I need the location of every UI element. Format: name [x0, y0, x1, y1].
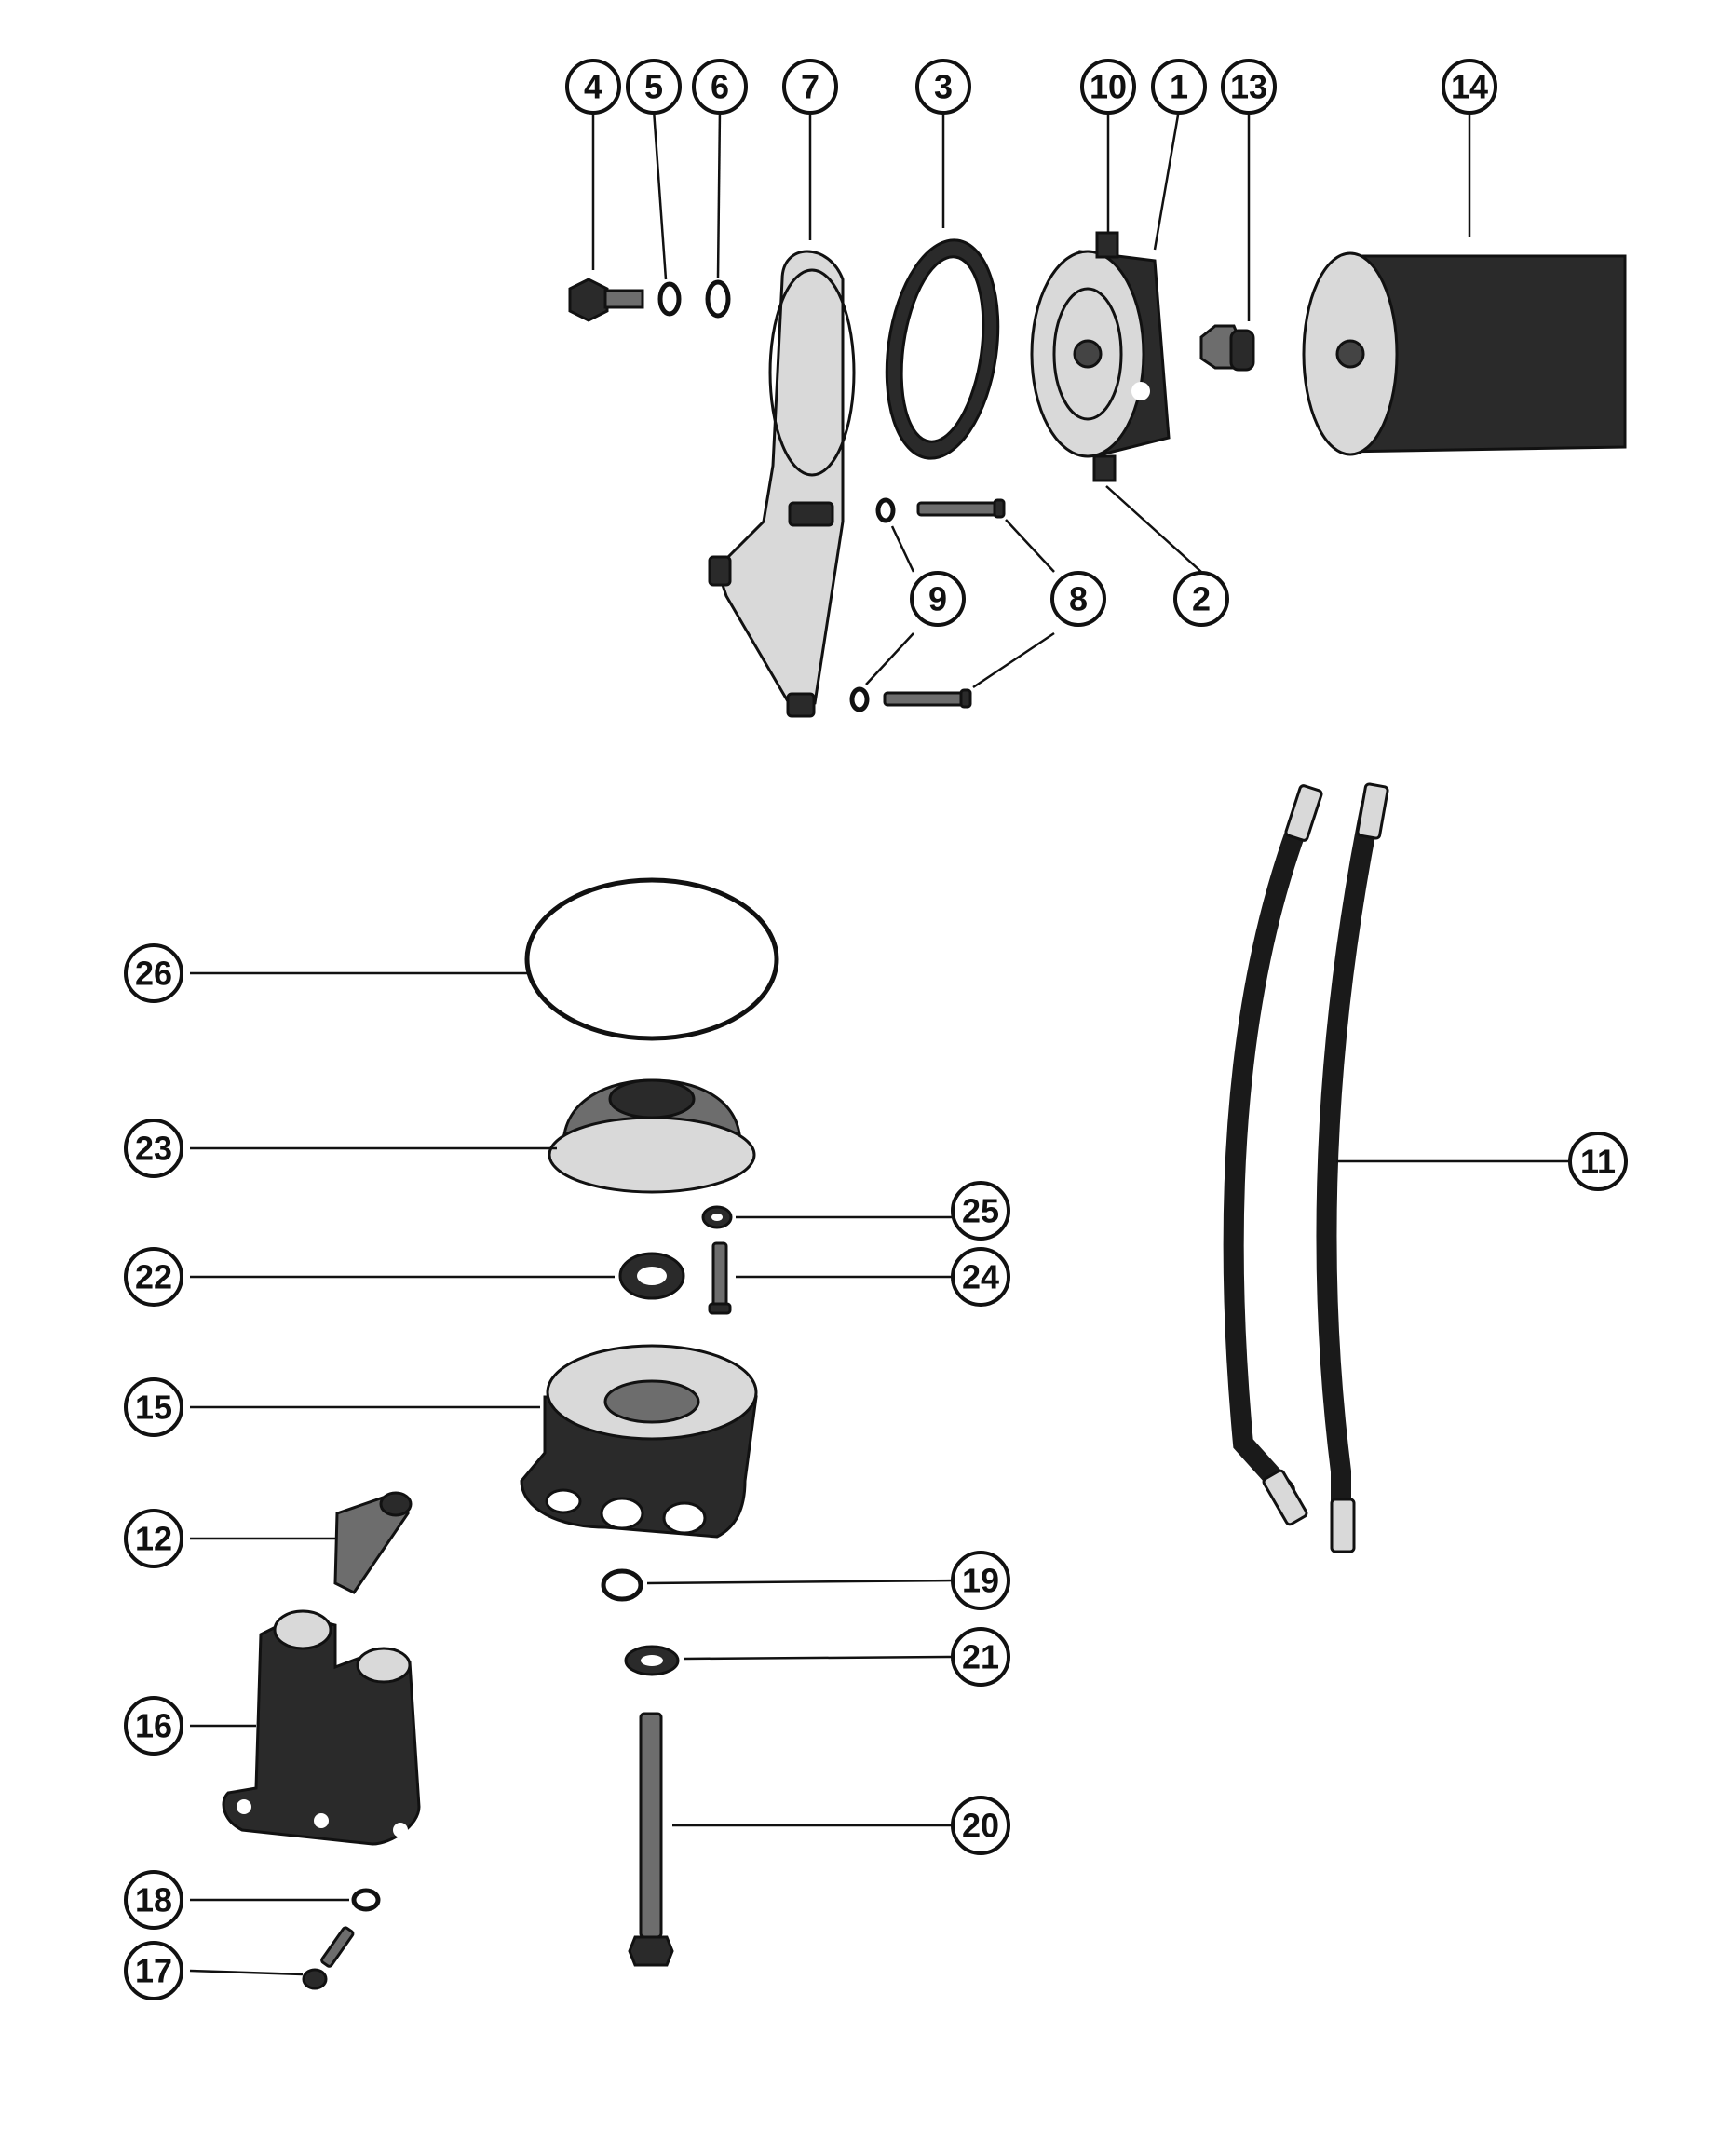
part-22-gasket [618, 1252, 685, 1300]
part-25-washer [701, 1205, 733, 1229]
part-8-stud-upper [916, 498, 1006, 519]
callout-1-label: 1 [1170, 68, 1188, 106]
part-14-oil-filter [1302, 251, 1627, 456]
callout-11-label: 11 [1580, 1143, 1616, 1181]
part-8-stud-lower [883, 688, 972, 709]
callout-5: 5 [626, 59, 682, 115]
callout-4-label: 4 [584, 68, 602, 106]
callout-3: 3 [915, 59, 971, 115]
part-9-washer-lower [849, 686, 870, 712]
callout-10: 10 [1080, 59, 1136, 115]
part-5-lock-washer [657, 281, 682, 317]
callout-21: 21 [951, 1627, 1010, 1687]
callout-13: 13 [1221, 59, 1277, 115]
part-23-adapter-cap [548, 1078, 756, 1194]
callout-4: 4 [565, 59, 621, 115]
callout-22-label: 22 [135, 1258, 172, 1296]
part-11-hoses [1223, 782, 1389, 1553]
callout-26: 26 [124, 943, 183, 1003]
callout-20: 20 [951, 1796, 1010, 1855]
callout-25-label: 25 [962, 1192, 999, 1230]
callout-15: 15 [124, 1377, 183, 1437]
callout-2: 2 [1173, 571, 1229, 627]
callout-16: 16 [124, 1696, 183, 1756]
part-24-stud [708, 1241, 732, 1315]
callout-9-label: 9 [928, 580, 947, 618]
callout-12: 12 [124, 1509, 183, 1568]
callout-21-label: 21 [962, 1638, 999, 1676]
callout-11: 11 [1568, 1132, 1628, 1191]
part-18-lock-washer [351, 1888, 381, 1912]
part-4-bolt [568, 278, 644, 322]
callout-8-label: 8 [1069, 580, 1088, 618]
callout-1: 1 [1151, 59, 1207, 115]
callout-23: 23 [124, 1119, 183, 1178]
part-13-fitting [1199, 324, 1255, 372]
leader-lines [189, 109, 1570, 1976]
callout-23-label: 23 [135, 1130, 172, 1168]
callout-22: 22 [124, 1247, 183, 1307]
part-7-bracket [708, 250, 856, 718]
callout-9: 9 [910, 571, 966, 627]
part-16-mounting-block [222, 1609, 421, 1846]
callout-19-label: 19 [962, 1562, 999, 1600]
callout-7: 7 [782, 59, 838, 115]
callout-24-label: 24 [962, 1258, 999, 1296]
part-12-fitting [333, 1491, 413, 1594]
callout-17: 17 [124, 1941, 183, 2000]
callout-14-label: 14 [1451, 68, 1488, 106]
callout-3-label: 3 [934, 68, 953, 106]
callout-26-label: 26 [135, 955, 172, 993]
callout-5-label: 5 [644, 68, 663, 106]
callout-20-label: 20 [962, 1807, 999, 1845]
callout-13-label: 13 [1230, 68, 1267, 106]
callout-18-label: 18 [135, 1881, 172, 1919]
part-26-o-ring [524, 877, 779, 1041]
callout-18: 18 [124, 1870, 183, 1930]
callout-6-label: 6 [711, 68, 729, 106]
callout-19: 19 [951, 1551, 1010, 1610]
callout-24: 24 [951, 1247, 1010, 1307]
callout-17-label: 17 [135, 1952, 172, 1990]
part-6-washer [705, 279, 731, 319]
part-15-filter-base [520, 1344, 758, 1539]
callout-6: 6 [692, 59, 748, 115]
callout-15-label: 15 [135, 1389, 172, 1427]
callout-10-label: 10 [1090, 68, 1127, 106]
part-1-adapter [1030, 231, 1171, 482]
part-21-washer [624, 1645, 680, 1676]
part-17-screw [302, 1926, 355, 1990]
callout-14: 14 [1442, 59, 1497, 115]
callout-7-label: 7 [801, 68, 819, 106]
callout-16-label: 16 [135, 1707, 172, 1745]
part-9-washer-upper [875, 497, 896, 523]
callout-25: 25 [951, 1181, 1010, 1241]
part-19-o-ring [601, 1568, 643, 1602]
callout-2-label: 2 [1192, 580, 1211, 618]
part-3-seal-ring [885, 238, 1000, 460]
part-20-bolt [628, 1712, 674, 1967]
callout-8: 8 [1050, 571, 1106, 627]
callout-12-label: 12 [135, 1520, 172, 1558]
